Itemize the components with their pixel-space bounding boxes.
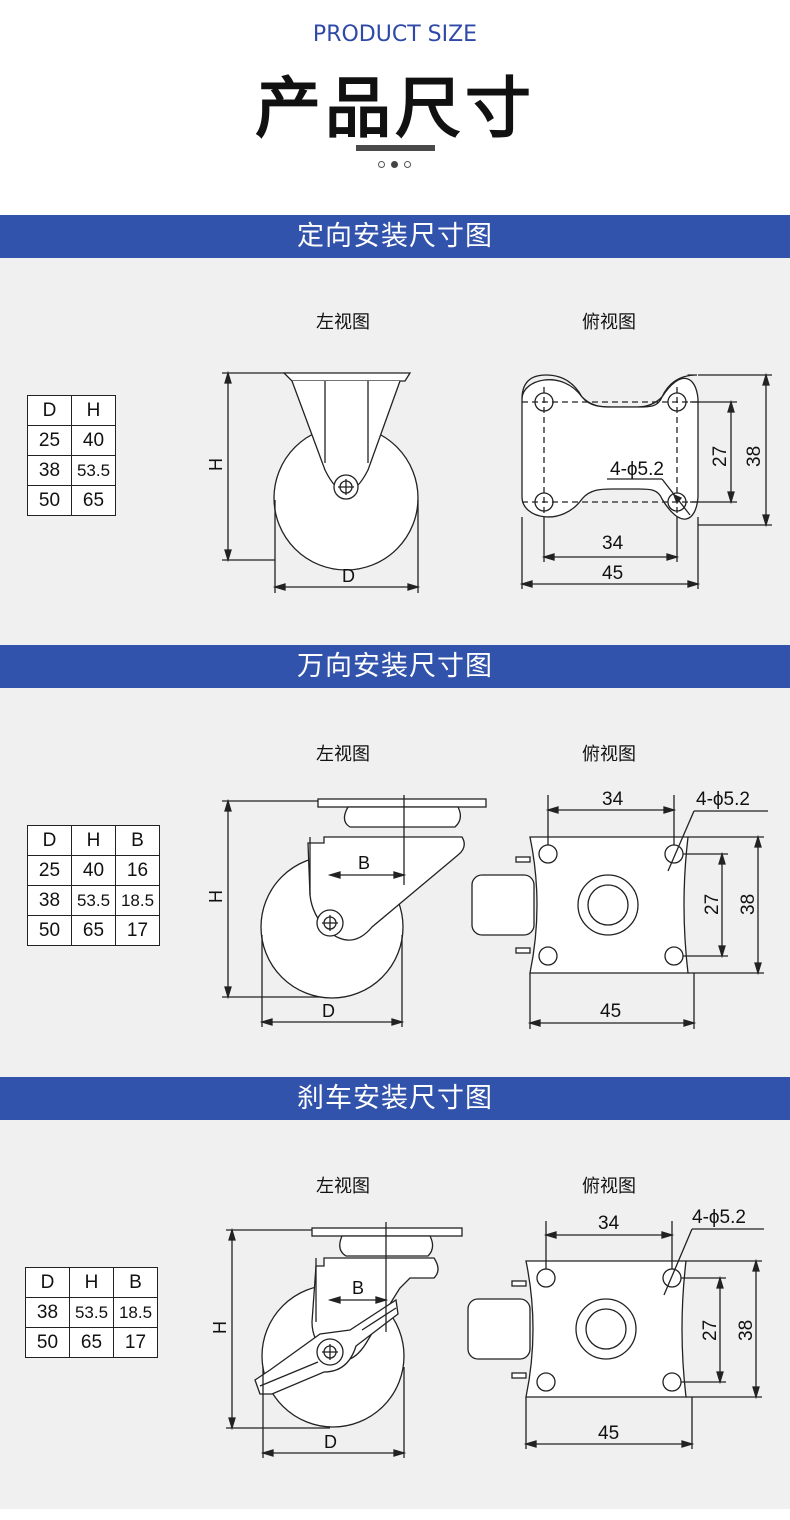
dim-h-inner-label: 27 (700, 1320, 721, 1341)
table-row: D H B (27, 825, 160, 856)
size-table: D H B 38 53.5 18.5 50 65 17 (25, 1267, 158, 1358)
fixed-caster-side-drawing: H D (206, 370, 421, 593)
dot-icon (378, 161, 385, 168)
fixed-plate-top-drawing: 4-ϕ5.2 34 45 27 38 (519, 372, 772, 589)
dim-b-label: B (352, 1278, 364, 1298)
dim-h-label: H (206, 890, 226, 903)
dim-h-inner-label: 27 (702, 894, 723, 915)
header-dots (378, 161, 412, 169)
dim-w-outer-label: 45 (600, 1001, 621, 1022)
table-header: B (115, 825, 160, 856)
size-table: D H 25 40 38 53.5 50 65 (27, 395, 116, 516)
table-header: H (69, 1267, 114, 1298)
table-row: 38 53.5 18.5 (25, 1297, 158, 1328)
table-row: 38 53.5 18.5 (27, 885, 160, 916)
dim-w-inner-label: 34 (602, 533, 624, 554)
dim-w-inner-label: 34 (598, 1213, 620, 1234)
dim-hole-label: 4-ϕ5.2 (610, 459, 664, 480)
dim-h-outer-label: 38 (738, 894, 759, 915)
header-subtitle: PRODUCT SIZE (312, 22, 478, 47)
table-cell: 53.5 (71, 455, 116, 486)
table-header: B (113, 1267, 158, 1298)
dot-icon (391, 161, 398, 168)
dim-hole-label: 4-ϕ5.2 (692, 1207, 746, 1228)
section-brake: 刹车安装尺寸图 左视图 俯视图 D H B 38 53.5 18.5 50 65… (0, 1077, 790, 1509)
table-cell: 53.5 (71, 885, 116, 916)
dim-d-label: D (322, 1001, 335, 1021)
table-cell: 16 (115, 855, 160, 886)
table-row: 38 53.5 (27, 455, 116, 486)
section-swivel: 万向安装尺寸图 左视图 俯视图 D H B 25 40 16 38 53.5 1… (0, 645, 790, 1077)
table-cell: 38 (25, 1297, 70, 1328)
brake-plate-top-drawing: 34 4-ϕ5.2 27 38 45 (467, 1207, 764, 1449)
table-cell: 50 (25, 1327, 70, 1358)
top-view-label: 俯视图 (582, 744, 636, 765)
table-header: H (71, 825, 116, 856)
table-row: 50 65 17 (25, 1327, 158, 1358)
dim-h-outer-label: 38 (744, 446, 765, 467)
dim-w-outer-label: 45 (602, 563, 623, 584)
left-view-label: 左视图 (316, 1176, 370, 1197)
dim-b-label: B (358, 853, 370, 873)
top-view-label: 俯视图 (582, 312, 636, 333)
table-cell: 17 (113, 1327, 158, 1358)
page-header: PRODUCT SIZE 产品尺寸 (0, 0, 790, 215)
table-row: 25 40 16 (27, 855, 160, 886)
brake-caster-side-drawing: H B D (210, 1222, 463, 1458)
swivel-caster-side-drawing: H B D (206, 795, 487, 1027)
table-cell: 18.5 (115, 885, 160, 916)
table-header: D (27, 395, 72, 426)
table-cell: 17 (115, 915, 160, 946)
left-view-label: 左视图 (316, 744, 370, 765)
dim-d-label: D (324, 1432, 337, 1452)
dim-w-outer-label: 45 (598, 1423, 619, 1444)
table-cell: 65 (69, 1327, 114, 1358)
table-cell: 40 (71, 855, 116, 886)
table-row: 50 65 (27, 485, 116, 516)
section-banner: 刹车安装尺寸图 (0, 1077, 790, 1120)
left-view-label: 左视图 (316, 312, 370, 333)
table-cell: 65 (71, 915, 116, 946)
dim-h-label: H (210, 1321, 230, 1334)
table-header: D (27, 825, 72, 856)
table-cell: 50 (27, 915, 72, 946)
dim-h-label: H (206, 458, 226, 471)
section-banner: 定向安装尺寸图 (0, 215, 790, 258)
dim-h-outer-label: 38 (736, 1320, 757, 1341)
top-view-label: 俯视图 (582, 1176, 636, 1197)
table-row: D H B (25, 1267, 158, 1298)
header-title: 产品尺寸 (255, 70, 535, 147)
size-table: D H B 25 40 16 38 53.5 18.5 50 65 17 (27, 825, 160, 946)
swivel-plate-top-drawing: 34 4-ϕ5.2 27 38 45 (471, 789, 768, 1029)
table-header: D (25, 1267, 70, 1298)
section-banner: 万向安装尺寸图 (0, 645, 790, 688)
table-cell: 40 (71, 425, 116, 456)
table-header: H (71, 395, 116, 426)
dim-h-inner-label: 27 (710, 446, 731, 467)
table-cell: 38 (27, 455, 72, 486)
table-cell: 65 (71, 485, 116, 516)
table-cell: 25 (27, 855, 72, 886)
table-cell: 25 (27, 425, 72, 456)
table-cell: 38 (27, 885, 72, 916)
table-cell: 50 (27, 485, 72, 516)
header-divider (356, 145, 435, 151)
dim-hole-label: 4-ϕ5.2 (696, 789, 750, 810)
table-cell: 53.5 (69, 1297, 114, 1328)
section-fixed: 定向安装尺寸图 左视图 俯视图 D H 25 40 38 53.5 50 65 (0, 215, 790, 645)
table-cell: 18.5 (113, 1297, 158, 1328)
dim-d-label: D (342, 566, 355, 586)
dim-w-inner-label: 34 (602, 789, 624, 810)
dot-icon (404, 161, 411, 168)
table-row: 25 40 (27, 425, 116, 456)
table-row: D H (27, 395, 116, 426)
table-row: 50 65 17 (27, 915, 160, 946)
